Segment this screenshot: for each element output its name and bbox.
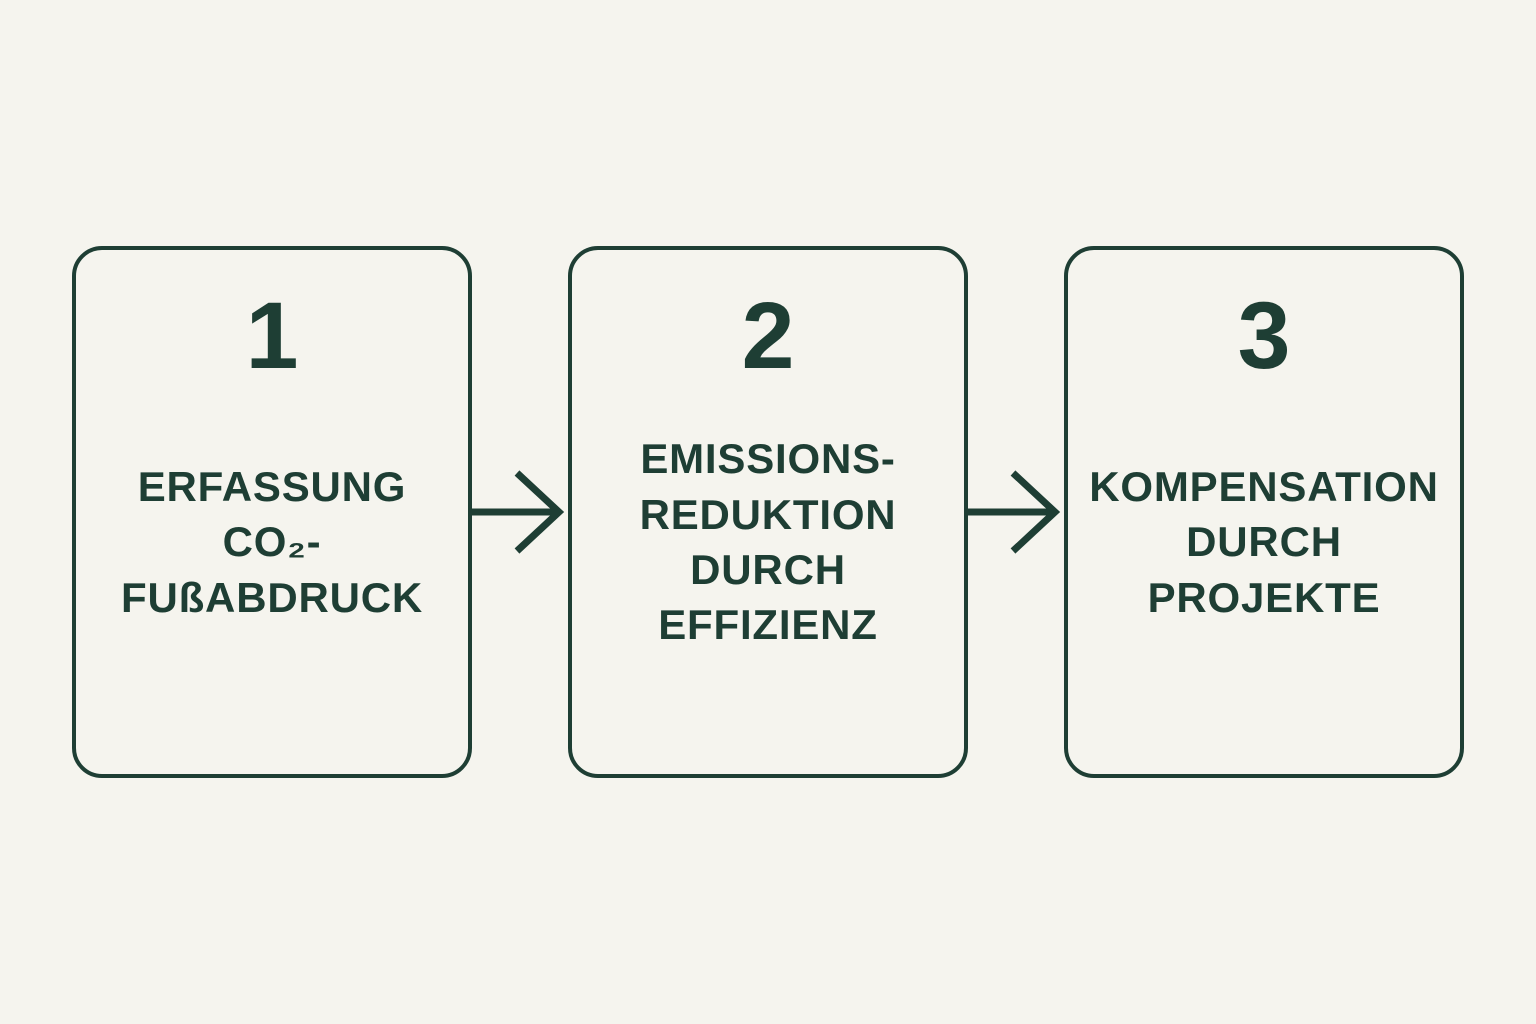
arrow-gap-1	[472, 467, 568, 557]
arrow-right-icon	[968, 470, 1061, 554]
steps-row: 1 ERFASSUNG CO₂- FUßABDRUCK 2 EMISSIONS-…	[72, 246, 1464, 778]
step-card-1: 1 ERFASSUNG CO₂- FUßABDRUCK	[72, 246, 472, 778]
step-1-label: ERFASSUNG CO₂- FUßABDRUCK	[121, 462, 423, 621]
step-card-2: 2 EMISSIONS- REDUKTION DURCH EFFIZIENZ	[568, 246, 968, 778]
step-3-number: 3	[1237, 283, 1291, 389]
step-3-label: KOMPENSATION DURCH PROJEKTE	[1089, 462, 1439, 621]
arrow-right-icon	[472, 470, 565, 554]
step-card-3: 3 KOMPENSATION DURCH PROJEKTE	[1064, 246, 1464, 778]
step-2-label: EMISSIONS- REDUKTION DURCH EFFIZIENZ	[639, 435, 897, 649]
step-1-number: 1	[245, 283, 299, 389]
arrow-gap-2	[968, 467, 1064, 557]
step-2-number: 2	[741, 283, 795, 389]
